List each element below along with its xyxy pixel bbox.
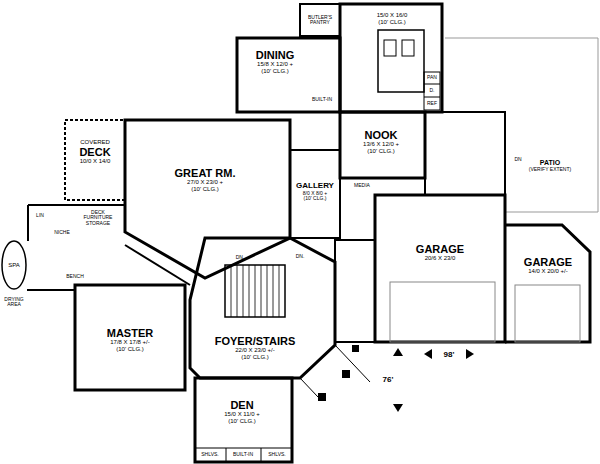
- plan-note: DECK FURNITURE STORAGE: [81, 210, 115, 227]
- room-label: GALLERY8/0 X 8/0 +(10' CLG.): [296, 182, 334, 202]
- room-dimension: (10' CLG.): [363, 148, 399, 155]
- plan-note: DN: [514, 157, 521, 163]
- room-dimension: 20/6 X 23/0: [416, 255, 464, 262]
- room-label: MASTER17/8 X 17/8 +/-(10' CLG.): [107, 327, 153, 352]
- plan-note: LIN: [36, 213, 44, 219]
- room-label: FOYER/STAIRS22/0 X 23/0 +/-(10' CLG.): [215, 335, 295, 360]
- dimension-label: 76': [383, 376, 394, 385]
- room-dimension: 10/0 X 14/0: [79, 158, 110, 165]
- room-label: GREAT RM.27/0 X 23/0 +(10' CLG.): [175, 167, 236, 192]
- room-dimension: 14/0 X 20/0 +/-: [524, 268, 572, 275]
- room-name: NOOK: [363, 129, 399, 141]
- room-dimension: 15/0 X 16/0: [377, 12, 408, 19]
- room-label: PATIO(VERIFY EXTENT): [529, 159, 571, 172]
- room-dimension: (10' CLG.): [175, 186, 236, 193]
- plan-note: REF: [427, 101, 437, 107]
- plan-note: SHLVS.: [268, 452, 285, 458]
- plan-note: BUILT-IN: [233, 452, 253, 458]
- room-label: BUTLER'S PANTRY: [302, 15, 338, 26]
- room-dimension: 22/0 X 23/0 +/-: [215, 347, 295, 354]
- room-name: GREAT RM.: [175, 167, 236, 179]
- room-label: DINING15/8 X 12/0 +(10' CLG.): [256, 49, 295, 74]
- room-label: 15/0 X 16/0(10' CLG.): [377, 12, 408, 25]
- room-dimension: 13/6 X 12/0 +: [363, 141, 399, 148]
- plan-note: SHLVS.: [201, 452, 218, 458]
- room-name: MASTER: [107, 327, 153, 339]
- room-dimension: 17/8 X 17/8 +/-: [107, 339, 153, 346]
- room-label: SPA: [8, 262, 20, 269]
- plan-note: D.: [430, 88, 435, 94]
- room-dimension: SPA: [8, 262, 20, 269]
- plan-note: BENCH: [66, 274, 84, 280]
- room-dimension: (10' CLG.): [107, 346, 153, 353]
- room-dimension: COVERED: [79, 139, 110, 146]
- room-dimension: (10' CLG.): [256, 68, 295, 75]
- plan-note: NICHE: [54, 230, 70, 236]
- room-name: DECK: [79, 146, 110, 158]
- room-dimension: 27/0 X 23/0 +: [175, 179, 236, 186]
- room-name: DEN: [224, 399, 259, 411]
- room-label: COVEREDDECK10/0 X 14/0: [79, 139, 110, 164]
- plan-note: DN.: [296, 254, 305, 260]
- room-label: GARAGE14/0 X 20/0 +/-: [524, 256, 572, 275]
- room-name: GARAGE: [416, 243, 464, 255]
- room-dimension: 15/0 X 11/0 +: [224, 411, 259, 418]
- plan-note: BUILT-IN: [312, 97, 332, 103]
- plan-note: DRYING AREA: [3, 297, 25, 308]
- room-name: GALLERY: [296, 182, 334, 191]
- room-dimension: (10' CLG.): [377, 19, 408, 26]
- room-name: PATIO: [529, 159, 571, 167]
- room-label: GARAGE20/6 X 23/0: [416, 243, 464, 262]
- room-dimension: (10' CLG.): [215, 354, 295, 361]
- plan-note: MEDIA: [354, 183, 370, 189]
- plan-note: PAN: [427, 75, 437, 81]
- room-dimension: BUTLER'S PANTRY: [302, 15, 338, 26]
- room-label: NOOK13/6 X 12/0 +(10' CLG.): [363, 129, 399, 154]
- room-dimension: (10' CLG.): [224, 418, 259, 425]
- room-dimension: (10' CLG.): [296, 196, 334, 202]
- dimension-label: 98': [444, 351, 455, 360]
- room-name: FOYER/STAIRS: [215, 335, 295, 347]
- plan-note: DN.: [236, 255, 245, 261]
- room-dimension: (VERIFY EXTENT): [529, 167, 571, 173]
- room-dimension: 15/8 X 12/0 +: [256, 61, 295, 68]
- room-label: DEN15/0 X 11/0 +(10' CLG.): [224, 399, 259, 424]
- room-name: DINING: [256, 49, 295, 61]
- room-name: GARAGE: [524, 256, 572, 268]
